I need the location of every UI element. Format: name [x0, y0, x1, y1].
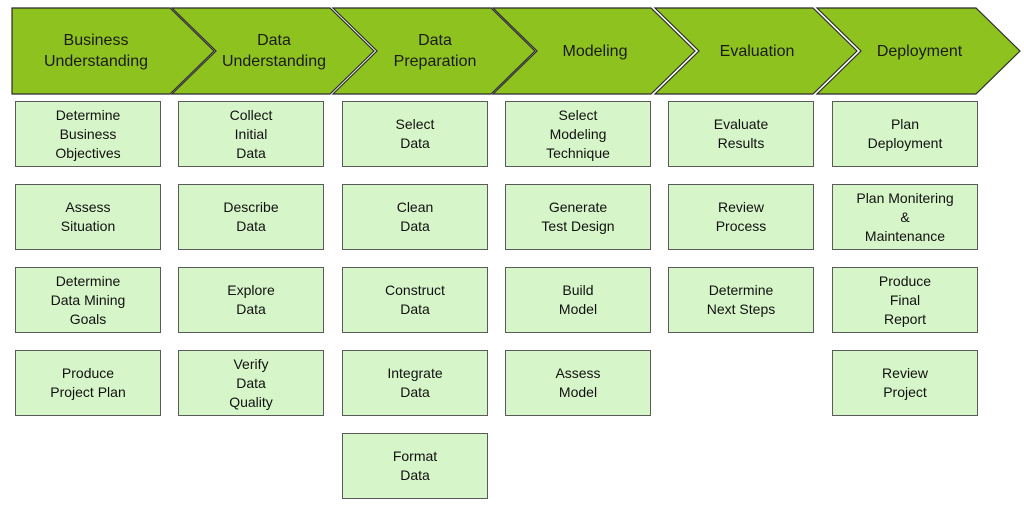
- task-box-select-modeling-technique: Select Modeling Technique: [505, 101, 651, 167]
- phase-chevron-data-preparation: [331, 7, 536, 95]
- task-box-plan-monitering-maintenance: Plan Monitering & Maintenance: [832, 184, 978, 250]
- phase-chevron-data-understanding: [170, 7, 375, 95]
- task-box-integrate-data: Integrate Data: [342, 350, 488, 416]
- task-box-produce-project-plan: Produce Project Plan: [15, 350, 161, 416]
- task-box-format-data: Format Data: [342, 433, 488, 499]
- phase-chevron-deployment: [815, 7, 1021, 95]
- task-box-produce-final-report: Produce Final Report: [832, 267, 978, 333]
- phase-chevron-modeling: [491, 7, 696, 95]
- task-box-review-project: Review Project: [832, 350, 978, 416]
- task-box-verify-data-quality: Verify Data Quality: [178, 350, 324, 416]
- task-box-determine-next-steps: Determine Next Steps: [668, 267, 814, 333]
- task-box-evaluate-results: Evaluate Results: [668, 101, 814, 167]
- phase-chevron-bar: [11, 7, 1021, 95]
- task-box-explore-data: Explore Data: [178, 267, 324, 333]
- task-box-construct-data: Construct Data: [342, 267, 488, 333]
- phase-chevron-evaluation: [653, 7, 858, 95]
- task-box-generate-test-design: Generate Test Design: [505, 184, 651, 250]
- task-box-review-process: Review Process: [668, 184, 814, 250]
- task-box-assess-model: Assess Model: [505, 350, 651, 416]
- task-box-collect-initial-data: Collect Initial Data: [178, 101, 324, 167]
- phase-chevron-business-understanding: [11, 7, 215, 95]
- task-box-assess-situation: Assess Situation: [15, 184, 161, 250]
- task-box-select-data: Select Data: [342, 101, 488, 167]
- task-box-determine-data-mining-goals: Determine Data Mining Goals: [15, 267, 161, 333]
- task-box-build-model: Build Model: [505, 267, 651, 333]
- task-box-plan-deployment: Plan Deployment: [832, 101, 978, 167]
- task-box-describe-data: Describe Data: [178, 184, 324, 250]
- task-box-clean-data: Clean Data: [342, 184, 488, 250]
- task-box-determine-business-objectives: Determine Business Objectives: [15, 101, 161, 167]
